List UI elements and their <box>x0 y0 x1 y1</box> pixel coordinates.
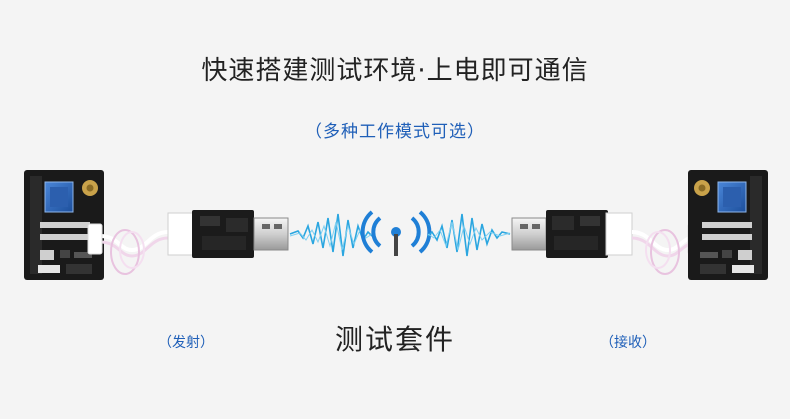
right-wave-icon <box>427 213 511 257</box>
right-rf-board-icon <box>688 170 768 280</box>
right-usb-adapter-icon <box>511 210 633 258</box>
wireless-signal-icon <box>360 210 432 256</box>
transmit-label: （发射） <box>158 335 214 351</box>
mode-note: （多种工作模式可选） <box>305 122 485 142</box>
left-wave-icon <box>289 213 373 257</box>
left-rf-board-icon <box>24 170 104 280</box>
test-kit-label: 测试套件 <box>334 323 455 356</box>
left-cable-icon <box>87 223 169 275</box>
page-title: 快速搭建测试环境·上电即可通信 <box>201 56 589 86</box>
receive-label: （接收） <box>600 335 656 351</box>
left-usb-adapter-icon <box>167 210 289 258</box>
